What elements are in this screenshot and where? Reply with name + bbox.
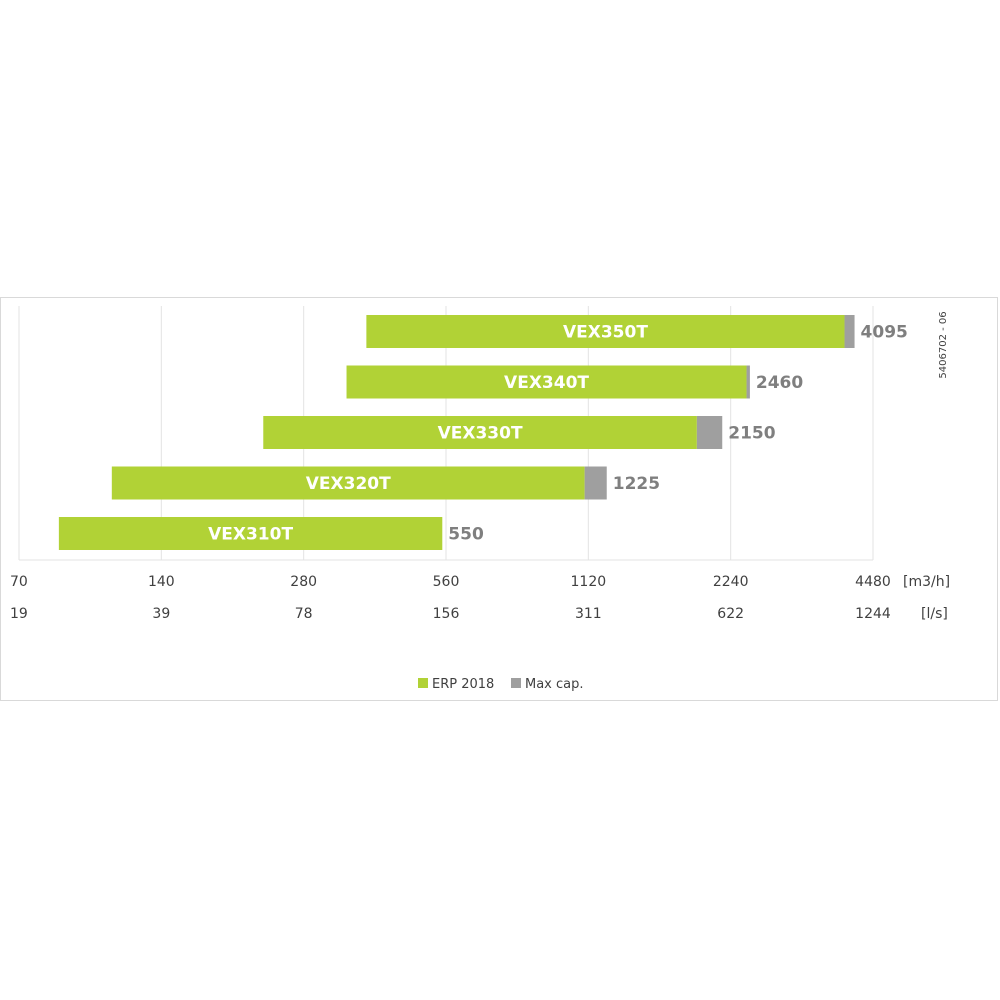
x-tick-m3h-4480: 4480 [855, 574, 891, 590]
x-tick-m3h-2240: 2240 [713, 574, 749, 590]
x-tick-m3h-280: 280 [290, 574, 317, 590]
bar-label-VEX310T: VEX310T [208, 525, 293, 545]
bar-label-VEX340T: VEX340T [504, 373, 589, 393]
bar-erp-VEX330T [263, 416, 697, 449]
x-tick-ls-311: 311 [575, 606, 602, 622]
bar-label-VEX350T: VEX350T [563, 323, 648, 343]
bar-label-VEX330T: VEX330T [438, 424, 523, 444]
x-tick-m3h-1120: 1120 [571, 574, 607, 590]
bar-erp-VEX350T [366, 315, 845, 348]
x-tick-m3h-70: 70 [10, 574, 28, 590]
bar-label-VEX320T: VEX320T [306, 474, 391, 494]
x-unit-m3h: [m3/h] [903, 574, 950, 590]
x-tick-m3h-560: 560 [433, 574, 460, 590]
legend: ERP 2018 Max cap. [418, 677, 584, 692]
legend-swatch-erp [418, 678, 428, 688]
end-label-VEX330T: 2150 [728, 424, 775, 444]
bar-maxcap-VEX350T [844, 315, 855, 348]
bar-maxcap-VEX320T [584, 466, 607, 500]
bar-maxcap-VEX340T [746, 365, 750, 399]
legend-label-erp: ERP 2018 [432, 677, 494, 692]
x-tick-m3h-140: 140 [148, 574, 175, 590]
end-label-VEX350T: 4095 [861, 323, 908, 343]
bar-erp-VEX320T [111, 466, 585, 500]
x-tick-ls-19: 19 [10, 606, 28, 622]
figure-code: 5406702 - 06 [938, 311, 949, 378]
end-label-VEX310T: 550 [448, 525, 484, 545]
legend-label-maxcap: Max cap. [525, 677, 584, 692]
x-tick-ls-1244: 1244 [855, 606, 891, 622]
end-label-VEX320T: 1225 [613, 474, 660, 494]
x-tick-ls-39: 39 [152, 606, 170, 622]
x-tick-ls-78: 78 [295, 606, 313, 622]
x-tick-ls-622: 622 [717, 606, 744, 622]
x-tick-ls-156: 156 [433, 606, 460, 622]
bar-erp-VEX310T [58, 517, 443, 550]
x-unit-ls: [l/s] [921, 606, 948, 622]
axis-ticks: 70 140 280 560 1120 2240 4480 19 39 78 156 311 622 12… [10, 574, 950, 622]
grid-lines [18, 306, 874, 561]
legend-swatch-maxcap [511, 678, 521, 688]
bar-erp-VEX340T [346, 365, 747, 399]
end-label-VEX340T: 2460 [756, 373, 803, 393]
bar-maxcap-VEX330T [696, 416, 723, 449]
